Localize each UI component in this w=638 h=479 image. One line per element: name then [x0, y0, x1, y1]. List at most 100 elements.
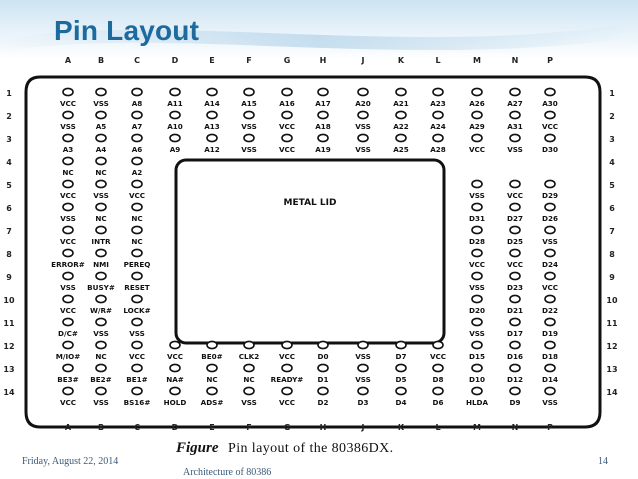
pin-label: NC	[62, 168, 73, 177]
row-number-left: 4	[6, 158, 12, 167]
pin-label: D29	[542, 191, 558, 200]
pin-label: NA#	[166, 375, 184, 384]
pin-circle	[471, 225, 483, 235]
pin-label: A2	[132, 168, 143, 177]
pin-label: D/C#	[58, 329, 78, 338]
pin-circle	[131, 133, 143, 143]
pin-label: A27	[507, 99, 523, 108]
pin-circle	[544, 294, 556, 304]
pin-label: D14	[542, 375, 558, 384]
slide-title: Pin Layout	[54, 15, 200, 46]
pin-circle	[317, 110, 329, 120]
pin-circle	[357, 340, 369, 350]
pin-circle	[62, 271, 74, 281]
pin-label: A23	[430, 99, 446, 108]
pin-label: A11	[167, 99, 183, 108]
pin-circle	[62, 156, 74, 166]
pin-label: RESET	[124, 283, 150, 292]
pin-circle	[281, 363, 293, 373]
pin-circle	[62, 87, 74, 97]
pin-circle	[357, 87, 369, 97]
pin-label: VSS	[469, 191, 485, 200]
pin-circle	[509, 363, 521, 373]
pin-label: VCC	[279, 352, 295, 361]
pin-circle	[509, 340, 521, 350]
pin-label: D15	[469, 352, 485, 361]
pin-circle	[62, 386, 74, 396]
pin-circle	[95, 363, 107, 373]
pin-circle	[169, 340, 181, 350]
pin-label: NC	[206, 375, 217, 384]
pin-label: A24	[430, 122, 446, 131]
row-number-left: 7	[6, 227, 12, 236]
pin-label: D28	[469, 237, 485, 246]
pin-circle	[243, 340, 255, 350]
column-letter-top: G	[284, 56, 291, 65]
pin-circle	[509, 271, 521, 281]
row-number-left: 11	[3, 319, 15, 328]
pin-label: NC	[95, 352, 106, 361]
pin-label: D7	[396, 352, 407, 361]
pin-circle	[509, 110, 521, 120]
pin-circle	[432, 363, 444, 373]
pin-circle	[471, 271, 483, 281]
pin-circle	[62, 363, 74, 373]
row-number-right: 2	[609, 112, 615, 121]
pin-label: D21	[507, 306, 523, 315]
pin-circle	[243, 133, 255, 143]
pin-label: VCC	[507, 260, 523, 269]
pin-label: A5	[96, 122, 107, 131]
footer-title: Architecture of 80386	[183, 467, 272, 478]
row-number-right: 6	[609, 204, 615, 213]
pin-circle	[509, 386, 521, 396]
pin-circle	[62, 179, 74, 189]
pin-label: NC	[131, 214, 142, 223]
pin-label: VCC	[60, 191, 76, 200]
pin-circle	[317, 363, 329, 373]
pin-circle	[509, 179, 521, 189]
pin-circle	[357, 110, 369, 120]
column-letter-top: F	[246, 56, 251, 65]
pin-circle	[62, 294, 74, 304]
row-number-left: 1	[6, 89, 12, 98]
pin-circle	[131, 317, 143, 327]
pin-label: VSS	[355, 352, 371, 361]
pin-label: D25	[507, 237, 523, 246]
pin-circle	[509, 225, 521, 235]
pin-label: A19	[315, 145, 331, 154]
pin-label: VSS	[542, 237, 558, 246]
pin-circle	[471, 248, 483, 258]
pin-label: VSS	[241, 122, 257, 131]
column-letter-top: P	[547, 56, 553, 65]
caption-figure-label: Figure	[176, 440, 219, 456]
pin-label: D2	[318, 398, 329, 407]
column-letter-bottom: A	[65, 423, 72, 432]
row-number-right: 13	[606, 365, 617, 374]
pin-label: VCC	[167, 352, 183, 361]
pin-circle	[95, 133, 107, 143]
row-number-left: 5	[6, 181, 12, 190]
pin-label: A13	[204, 122, 220, 131]
pin-circle	[544, 340, 556, 350]
pin-label: VSS	[542, 398, 558, 407]
pin-label: A7	[132, 122, 143, 131]
pin-label: VCC	[129, 352, 145, 361]
column-letter-bottom: D	[172, 423, 179, 432]
pin-circle	[544, 363, 556, 373]
pin-circle	[544, 225, 556, 235]
pin-label: D26	[542, 214, 558, 223]
pin-label: A21	[393, 99, 409, 108]
pin-circle	[432, 87, 444, 97]
pin-circle	[95, 225, 107, 235]
pin-circle	[206, 363, 218, 373]
pin-circle	[395, 363, 407, 373]
pin-label: BE3#	[57, 375, 78, 384]
pin-circle	[544, 110, 556, 120]
pin-circle	[281, 87, 293, 97]
pin-circle	[243, 363, 255, 373]
pin-circle	[544, 271, 556, 281]
pin-circle	[395, 386, 407, 396]
pin-circle	[432, 386, 444, 396]
pin-label: A3	[63, 145, 74, 154]
